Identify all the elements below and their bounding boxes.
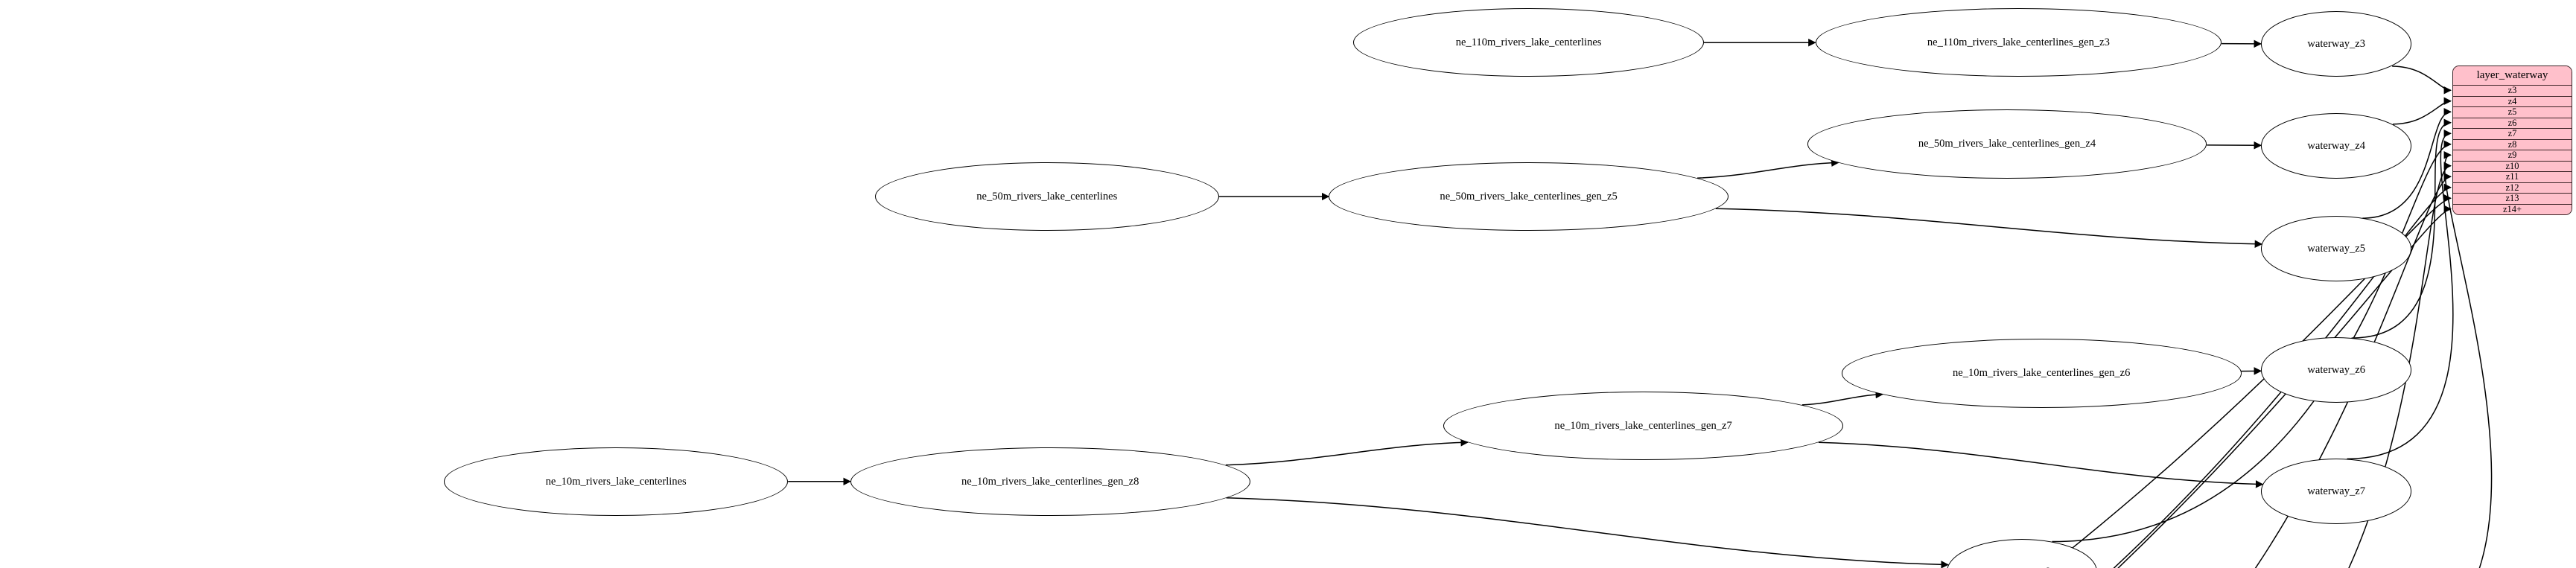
node-ne-10m-rivers-lake-centerlines-gen-z8[interactable]: ne_10m_rivers_lake_centerlines_gen_z8 <box>850 447 1250 516</box>
legend-row-z6[interactable]: z6 <box>2453 117 2572 128</box>
node-waterway-z3[interactable]: waterway_z3 <box>2261 11 2412 77</box>
node-label: ne_110m_rivers_lake_centerlines <box>1455 36 1602 48</box>
node-waterway-z5[interactable]: waterway_z5 <box>2261 216 2412 282</box>
node-label: ne_50m_rivers_lake_centerlines_gen_z5 <box>1440 190 1618 202</box>
legend-row-z13[interactable]: z13 <box>2453 193 2572 204</box>
legend-row-z3[interactable]: z3 <box>2453 85 2572 96</box>
node-label: ne_50m_rivers_lake_centerlines_gen_z4 <box>1918 138 2096 150</box>
legend-row-z12[interactable]: z12 <box>2453 182 2572 193</box>
legend-row-z8[interactable]: z8 <box>2453 138 2572 150</box>
node-ne-10m-rivers-lake-centerlines-gen-z7[interactable]: ne_10m_rivers_lake_centerlines_gen_z7 <box>1443 391 1843 461</box>
node-ne-110m-rivers-lake-centerlines[interactable]: ne_110m_rivers_lake_centerlines <box>1353 8 1704 77</box>
legend-row-z9[interactable]: z9 <box>2453 150 2572 161</box>
node-label: waterway_z8 <box>1993 566 2051 568</box>
node-label: waterway_z4 <box>2307 139 2365 152</box>
edge-ne-10m-rivers-lake-centerlines-gen-z7-to-ne-10m-rivers-lake-centerlines-gen-z6 <box>1801 390 1884 406</box>
node-label: ne_10m_rivers_lake_centerlines_gen_z6 <box>1953 367 2131 380</box>
node-waterway-z4[interactable]: waterway_z4 <box>2261 112 2412 179</box>
legend-row-z14plus[interactable]: z14+ <box>2453 203 2572 214</box>
edge-waterway-z3-to-legend-0 <box>2392 66 2452 95</box>
node-label: ne_10m_rivers_lake_centerlines_gen_z7 <box>1554 419 1732 432</box>
edge-ne-50m-rivers-lake-centerlines-gen-z5-to-ne-50m-rivers-lake-centerlines-gen-z4 <box>1696 159 1839 179</box>
node-label: ne_110m_rivers_lake_centerlines_gen_z3 <box>1927 36 2110 48</box>
node-ne-50m-rivers-lake-centerlines-gen-z5[interactable]: ne_50m_rivers_lake_centerlines_gen_z5 <box>1329 162 1729 232</box>
node-label: waterway_z3 <box>2307 38 2365 51</box>
edge-ne-10m-rivers-lake-centerlines-gen-z8-to-ne-10m-rivers-lake-centerlines-gen-z7 <box>1225 438 1469 466</box>
legend-row-z5[interactable]: z5 <box>2453 106 2572 118</box>
node-label: ne_50m_rivers_lake_centerlines <box>976 190 1118 202</box>
node-label: waterway_z6 <box>2307 363 2365 376</box>
node-ne-110m-rivers-lake-centerlines-gen-z3[interactable]: ne_110m_rivers_lake_centerlines_gen_z3 <box>1815 8 2222 77</box>
node-ne-50m-rivers-lake-centerlines[interactable]: ne_50m_rivers_lake_centerlines <box>874 162 1219 232</box>
edge-waterway-z7-to-legend-4 <box>2347 130 2454 460</box>
edge-ne-50m-rivers-lake-centerlines-gen-z5-to-waterway-z5 <box>1715 208 2263 248</box>
node-waterway-z8[interactable]: waterway_z8 <box>1946 538 2097 568</box>
node-ne-10m-rivers-lake-centerlines-gen-z6[interactable]: ne_10m_rivers_lake_centerlines_gen_z6 <box>1841 339 2242 408</box>
legend-row-z4[interactable]: z4 <box>2453 95 2572 106</box>
legend-row-z11[interactable]: z11 <box>2453 171 2572 182</box>
node-label: ne_10m_rivers_lake_centerlines_gen_z8 <box>961 475 1139 488</box>
node-label: waterway_z5 <box>2307 243 2365 255</box>
node-ne-10m-rivers-lake-centerlines[interactable]: ne_10m_rivers_lake_centerlines <box>444 447 789 516</box>
node-ne-50m-rivers-lake-centerlines-gen-z4[interactable]: ne_50m_rivers_lake_centerlines_gen_z4 <box>1807 109 2207 179</box>
node-label: ne_10m_rivers_lake_centerlines <box>545 475 687 488</box>
edge-ne-10m-rivers-lake-centerlines-gen-z8-to-waterway-z8 <box>1226 497 1949 568</box>
node-waterway-z7[interactable]: waterway_z7 <box>2261 459 2412 524</box>
node-label: waterway_z7 <box>2307 485 2365 497</box>
node-waterway-z6[interactable]: waterway_z6 <box>2261 337 2412 403</box>
edge-waterway-z4-to-legend-1 <box>2393 97 2452 125</box>
legend-header: layer_waterway <box>2453 66 2572 85</box>
legend-row-z7[interactable]: z7 <box>2453 128 2572 139</box>
legend-row-z10[interactable]: z10 <box>2453 160 2572 171</box>
edge-ne-10m-rivers-lake-centerlines-gen-z7-to-waterway-z7 <box>1818 441 2264 488</box>
